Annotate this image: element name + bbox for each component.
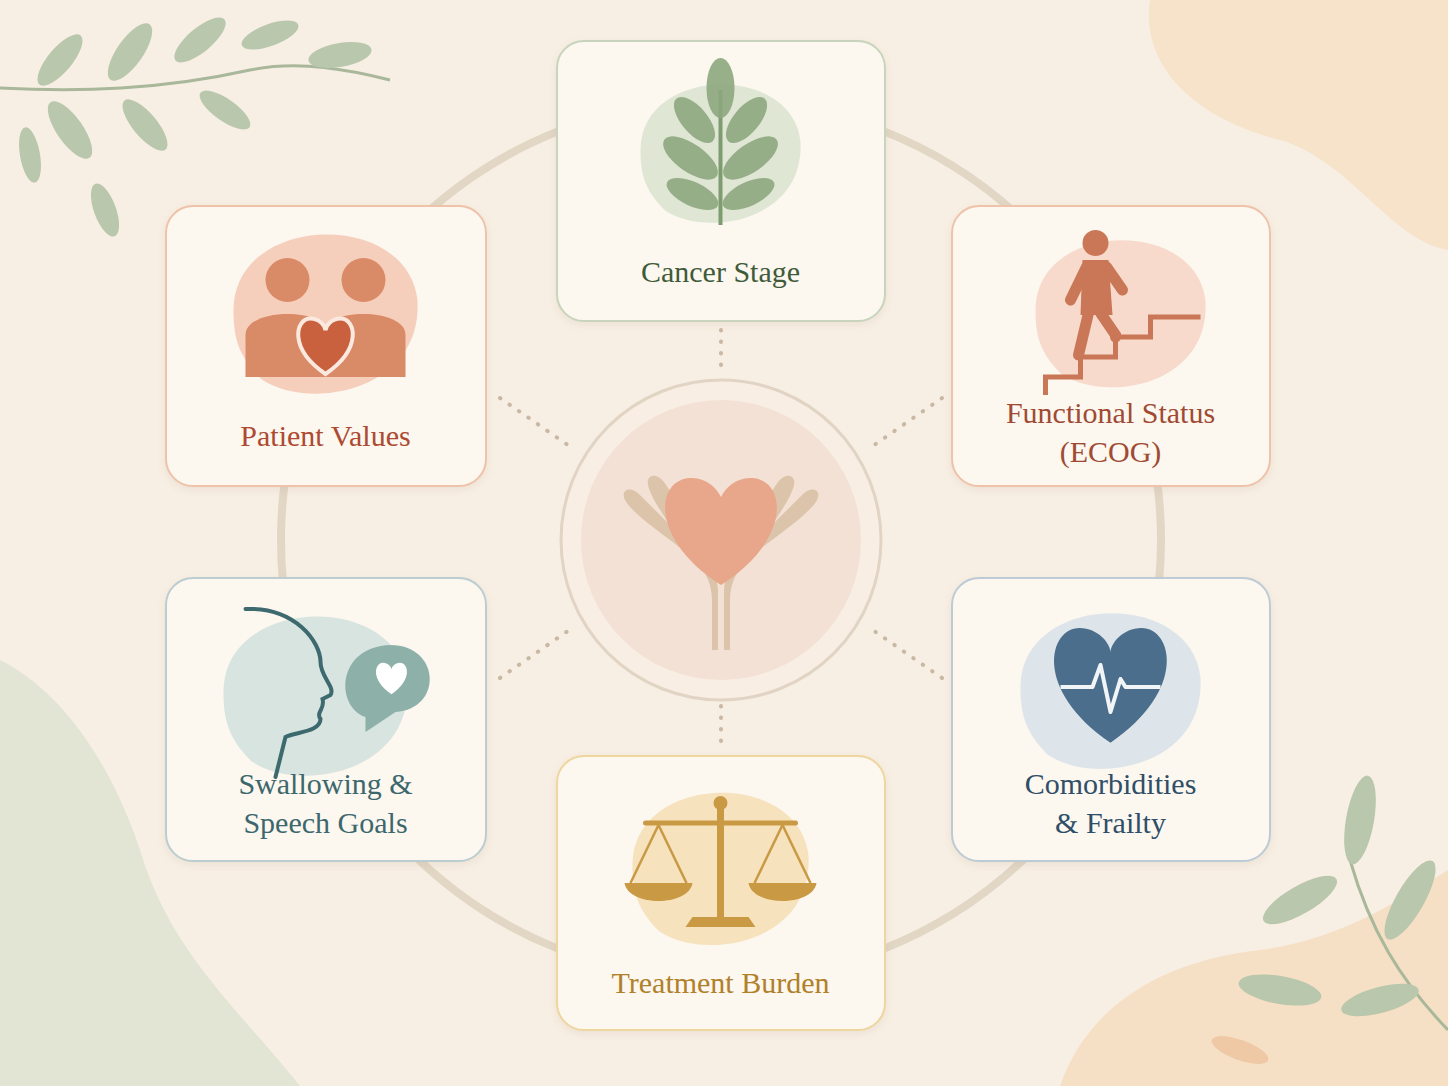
icon-blob bbox=[1036, 240, 1206, 387]
icon-blob bbox=[633, 793, 809, 945]
factor-label: Functional Status (ECOG) bbox=[986, 393, 1236, 471]
factor-box: Treatment Burden bbox=[556, 755, 886, 1031]
factor-label: Cancer Stage bbox=[571, 252, 871, 291]
factor-label: Treatment Burden bbox=[571, 963, 871, 1002]
factor-box: Cancer Stage bbox=[556, 40, 886, 322]
factor-label: Swallowing & Speech Goals bbox=[226, 764, 426, 842]
factor-box: Patient Values bbox=[165, 205, 487, 487]
corner-blob bbox=[1060, 870, 1448, 1086]
factor-label: Comorbidities & Frailty bbox=[1013, 764, 1208, 842]
center-care-icon bbox=[561, 380, 881, 700]
factor-box: Comorbidities & Frailty bbox=[951, 577, 1271, 862]
icon-blob bbox=[1021, 613, 1201, 769]
dotted-spokes bbox=[500, 330, 942, 750]
factor-box: Functional Status (ECOG) bbox=[951, 205, 1271, 487]
factor-box: Swallowing & Speech Goals bbox=[165, 577, 487, 862]
icon-blob bbox=[234, 235, 418, 394]
factor-label: Patient Values bbox=[186, 416, 466, 455]
